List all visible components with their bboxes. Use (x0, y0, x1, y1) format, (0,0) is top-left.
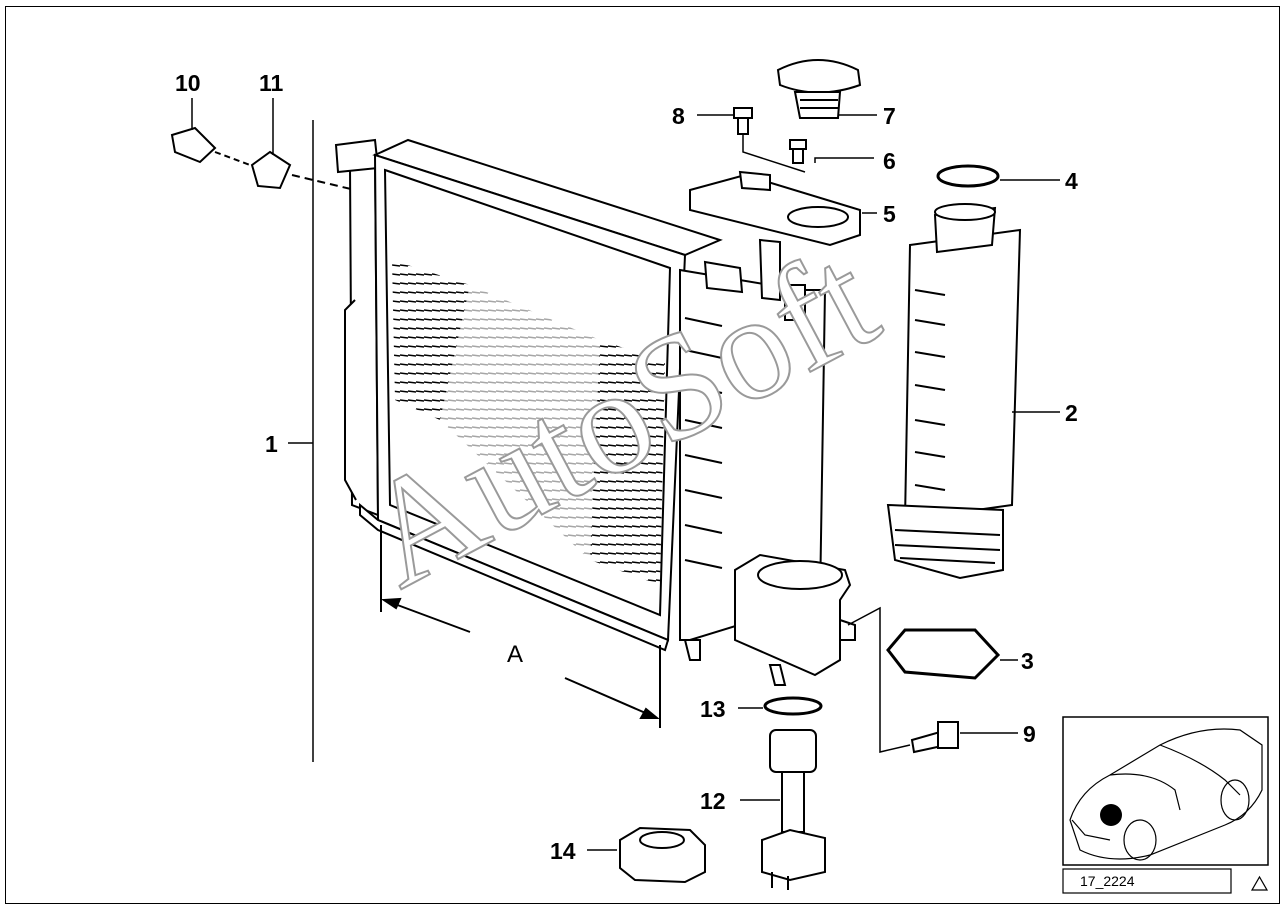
nut-14 (619, 826, 706, 884)
callout-6: 6 (883, 148, 896, 174)
diagram-frame (5, 6, 1280, 904)
callout-8: 8 (672, 103, 685, 129)
filler-cap (776, 59, 862, 119)
reference-box: 17_2224 (1062, 868, 1232, 894)
location-inset (1062, 716, 1269, 866)
drain-plug (910, 721, 959, 754)
callout-11: 11 (259, 70, 284, 96)
sensor-nut (250, 150, 292, 190)
leader-lines (191, 98, 1060, 851)
o-ring-4 (936, 164, 1000, 188)
o-ring-13 (763, 696, 823, 716)
callout-2: 2 (1065, 400, 1078, 426)
callout-9: 9 (1023, 721, 1036, 747)
callout-12: 12 (700, 788, 726, 814)
callout-7: 7 (883, 103, 896, 129)
radiator (334, 138, 723, 652)
expansion-tank (886, 203, 1022, 580)
temperature-sensor (170, 126, 217, 164)
callout-5: 5 (883, 201, 896, 227)
callout-3: 3 (1021, 648, 1034, 674)
callouts: 1 2 3 4 5 6 7 8 9 10 11 12 13 14 (175, 70, 1078, 864)
dimension-a (380, 525, 661, 728)
radiator-side-tank (679, 238, 856, 686)
dimension-label: A (507, 641, 523, 668)
screw-8 (733, 107, 753, 135)
callout-14: 14 (550, 838, 576, 864)
gasket-3 (886, 628, 1001, 680)
callout-4: 4 (1065, 168, 1078, 194)
fan-switch (761, 729, 826, 890)
screw-6 (789, 139, 807, 164)
callout-10: 10 (175, 70, 201, 96)
black-dot-icon (1100, 804, 1122, 826)
callout-13: 13 (700, 696, 726, 722)
callout-1: 1 (265, 431, 278, 457)
reference-code: 17_2224 (1080, 873, 1135, 889)
triangle-icon (1250, 875, 1269, 891)
bracket (689, 170, 861, 247)
